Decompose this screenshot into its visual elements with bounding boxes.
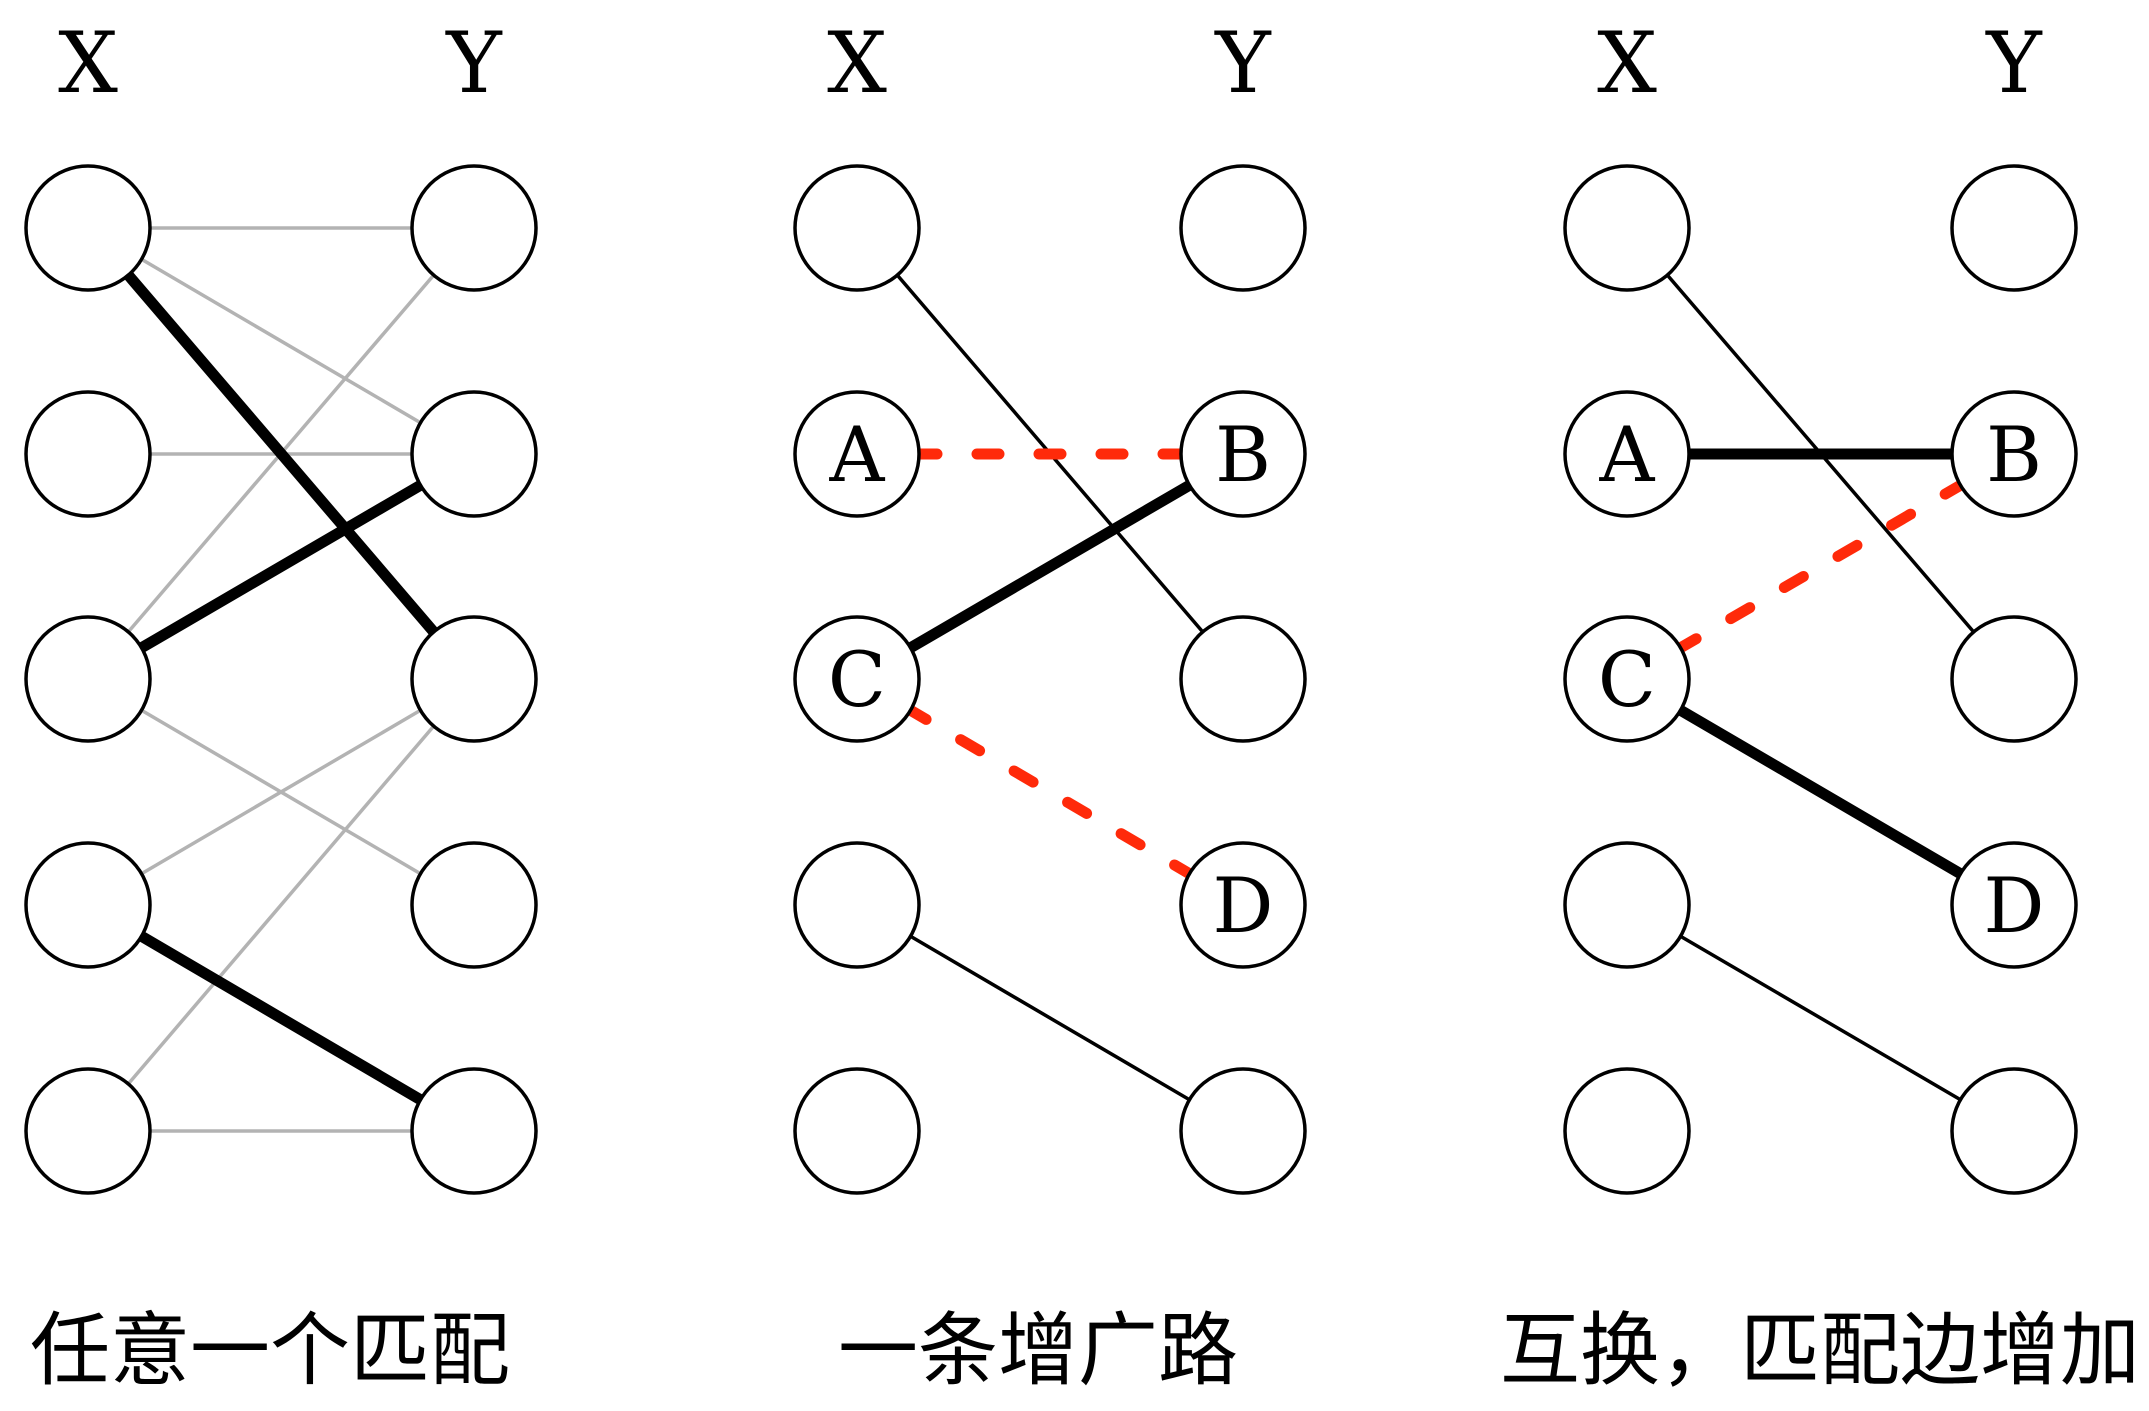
y-node-2 [410,390,538,518]
y-node-1 [1950,164,2078,292]
y-node-5 [1950,1067,2078,1195]
x-node-2 [1563,390,1691,518]
y-node-5 [1179,1067,1307,1195]
y-node-5 [410,1067,538,1195]
x-node-4 [793,841,921,969]
augment-edge [901,702,1199,882]
thin-edge [1679,934,1962,1102]
node-label-a: A [829,410,886,499]
x-node-2 [24,390,152,518]
matched-edge [901,477,1199,656]
gray-edge [140,257,422,425]
y-set-label: Y [1214,14,1272,112]
x-node-1 [24,164,152,292]
x-node-2 [793,390,921,518]
x-node-1 [793,164,921,292]
x-node-4 [24,841,152,969]
panel-2: A C B D X Y 一条增广路 [793,14,1307,1397]
node-label-c: C [1598,635,1656,724]
matched-edge [132,928,430,1108]
node-label-b: B [1986,410,2042,499]
x-node-5 [793,1067,921,1195]
node-label-d: D [1213,861,1274,950]
node-label-d: D [1984,861,2045,950]
y-set-label: Y [1985,14,2043,112]
y-node-1 [410,164,538,292]
x-set-label: X [827,14,887,112]
gray-edge [140,708,422,876]
y-node-1 [1179,164,1307,292]
x-node-1 [1563,164,1691,292]
x-node-3 [793,615,921,743]
thin-edge [909,934,1191,1102]
node-label-b: B [1215,410,1271,499]
panel-caption: 任意一个匹配 [30,1304,510,1397]
x-set-label: X [58,14,118,112]
augment-edge [1671,477,1970,656]
y-set-label: Y [445,14,503,112]
panel-1: X Y 任意一个匹配 [24,14,538,1397]
x-node-5 [1563,1067,1691,1195]
matched-edge [1671,702,1970,882]
y-node-3 [1179,615,1307,743]
node-label-a: A [1599,410,1656,499]
node-label-c: C [828,635,886,724]
panel-caption: 一条增广路 [838,1304,1238,1397]
panel-caption: 互换，匹配边增加 [1500,1304,2140,1397]
y-node-3 [1950,615,2078,743]
y-node-4 [410,841,538,969]
x-node-3 [1563,615,1691,743]
gray-edge [126,724,436,1086]
x-set-label: X [1597,14,1657,112]
y-node-2 [1950,390,2078,518]
matched-edge [120,266,442,641]
y-node-3 [410,615,538,743]
y-node-2 [1179,390,1307,518]
panel-3: A C B D X Y 互换，匹配边增加 [1500,14,2140,1397]
x-node-4 [1563,841,1691,969]
y-node-4 [1950,841,2078,969]
x-node-5 [24,1067,152,1195]
matched-edge [132,477,430,656]
x-node-3 [24,615,152,743]
y-node-4 [1179,841,1307,969]
